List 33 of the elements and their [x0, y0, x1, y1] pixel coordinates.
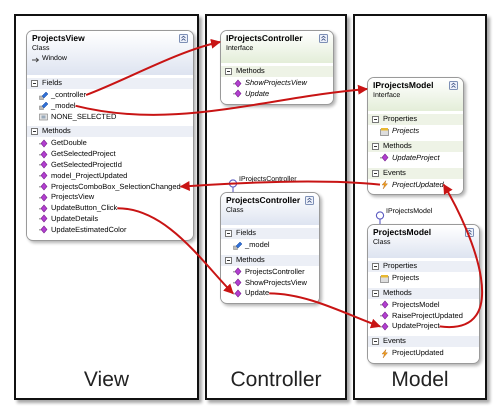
- class-box: [367, 224, 480, 364]
- layer-panel: [14, 14, 199, 400]
- layer-panel: [353, 14, 487, 400]
- class-section: [368, 140, 463, 167]
- arrow: [117, 207, 234, 294]
- class-box: [26, 30, 194, 241]
- class-name: ProjectsController: [226, 196, 300, 206]
- arrow: [75, 84, 368, 116]
- layer-title: Controller: [230, 369, 322, 390]
- class-section: [27, 77, 193, 126]
- class-name: IProjectsModel: [373, 81, 434, 90]
- class-box: [367, 77, 464, 196]
- arrow: [180, 180, 380, 191]
- class-section: [368, 260, 479, 287]
- class-section: [368, 335, 479, 362]
- class-section: [27, 125, 193, 239]
- class-section: [368, 166, 463, 194]
- arrow: [86, 39, 221, 96]
- class-section: [221, 254, 319, 302]
- class-name: ProjectsView: [32, 34, 85, 44]
- layer-title: Model: [391, 369, 449, 390]
- class-name: IProjectsController: [226, 34, 303, 44]
- class-box: [220, 192, 320, 304]
- class-section: [221, 227, 319, 254]
- class-box: [220, 30, 334, 105]
- class-name: ProjectsModel: [373, 228, 432, 238]
- class-section: [221, 65, 333, 103]
- class-section: [368, 113, 463, 140]
- arrow: [440, 184, 484, 328]
- class-section: [368, 286, 479, 336]
- arrow: [269, 292, 381, 328]
- layer-title: View: [84, 369, 130, 390]
- layer-panel: [205, 14, 347, 400]
